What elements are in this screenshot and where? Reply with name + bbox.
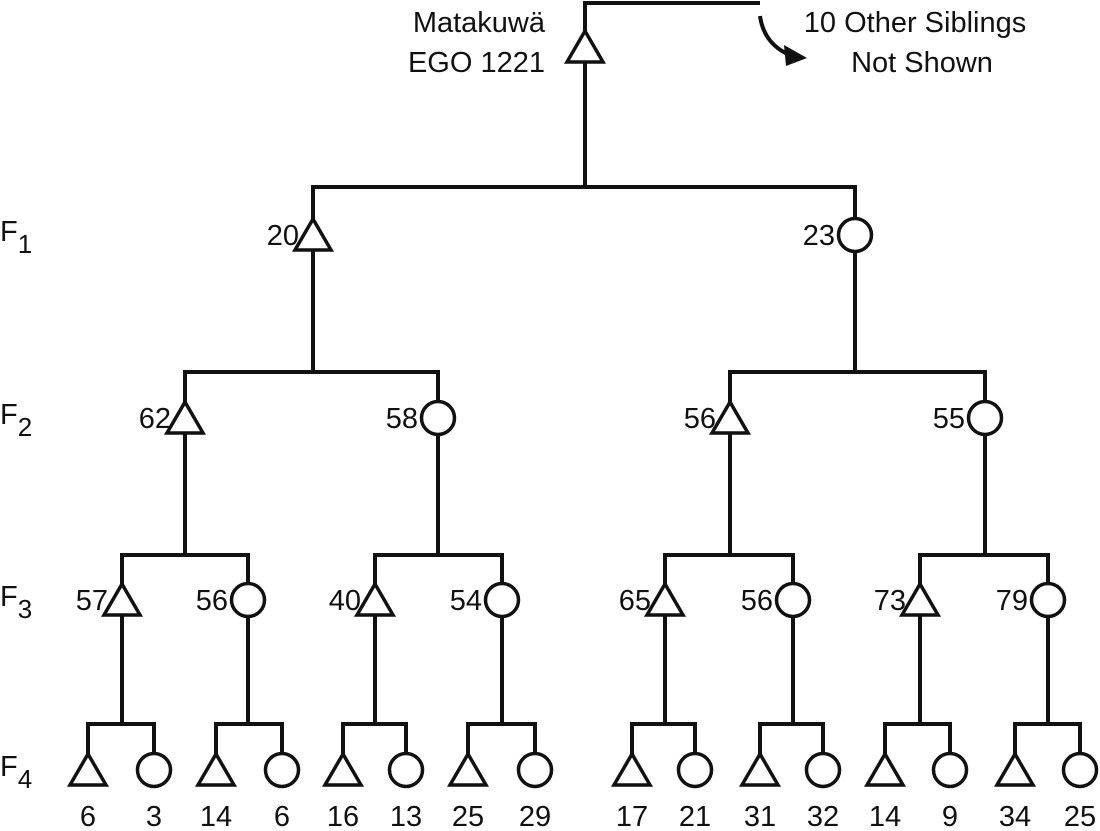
generation-label: F1 bbox=[0, 216, 32, 259]
node-label: 58 bbox=[386, 403, 418, 435]
female-circle-icon bbox=[804, 751, 842, 789]
female-circle-icon bbox=[419, 399, 457, 437]
female-circle-icon bbox=[1029, 581, 1067, 619]
node-label: 13 bbox=[390, 801, 422, 831]
node-label: 9 bbox=[942, 801, 958, 831]
male-triangle-icon bbox=[194, 750, 238, 787]
node-label: 20 bbox=[267, 220, 299, 252]
node-label: 17 bbox=[616, 801, 648, 831]
female-circle-icon bbox=[135, 751, 173, 789]
node-label: 40 bbox=[329, 585, 361, 617]
male-triangle-icon bbox=[993, 750, 1037, 787]
ego-id: EGO 1221 bbox=[408, 47, 545, 79]
male-triangle-icon bbox=[563, 27, 607, 64]
node-label: 16 bbox=[327, 801, 359, 831]
node-label: 14 bbox=[869, 801, 901, 831]
node-label: 6 bbox=[80, 801, 96, 831]
female-circle-icon bbox=[836, 216, 874, 254]
female-circle-icon bbox=[966, 399, 1004, 437]
node-label: 31 bbox=[744, 801, 776, 831]
female-circle-icon bbox=[387, 751, 425, 789]
node-label: 54 bbox=[450, 585, 482, 617]
node-label: 25 bbox=[452, 801, 484, 831]
node-label: 56 bbox=[741, 585, 773, 617]
male-triangle-icon bbox=[100, 580, 144, 617]
female-circle-icon bbox=[483, 581, 521, 619]
node-label: 62 bbox=[139, 403, 171, 435]
generation-label: F3 bbox=[0, 581, 32, 624]
node-label: 65 bbox=[619, 585, 651, 617]
node-label: 56 bbox=[684, 403, 716, 435]
node-label: 29 bbox=[519, 801, 551, 831]
female-circle-icon bbox=[229, 581, 267, 619]
node-label: 25 bbox=[1064, 801, 1096, 831]
siblings-note-line2: Not Shown bbox=[851, 47, 993, 79]
male-triangle-icon bbox=[163, 398, 207, 435]
node-label: 6 bbox=[274, 801, 290, 831]
node-label: 55 bbox=[933, 403, 965, 435]
male-triangle-icon bbox=[353, 580, 397, 617]
male-triangle-icon bbox=[321, 750, 365, 787]
node-label: 73 bbox=[874, 585, 906, 617]
siblings-note-line1: 10 Other Siblings bbox=[804, 7, 1026, 39]
female-circle-icon bbox=[931, 751, 969, 789]
node-label: 23 bbox=[803, 220, 835, 252]
generation-label: F4 bbox=[0, 751, 32, 794]
female-circle-icon bbox=[676, 751, 714, 789]
male-triangle-icon bbox=[66, 750, 110, 787]
node-label: 32 bbox=[807, 801, 839, 831]
node-label: 79 bbox=[996, 585, 1028, 617]
male-triangle-icon bbox=[898, 580, 942, 617]
node-label: 57 bbox=[76, 585, 108, 617]
node-label: 56 bbox=[196, 585, 228, 617]
node-label: 21 bbox=[679, 801, 711, 831]
female-circle-icon bbox=[1061, 751, 1099, 789]
male-triangle-icon bbox=[708, 398, 752, 435]
male-triangle-icon bbox=[610, 750, 654, 787]
male-triangle-icon bbox=[738, 750, 782, 787]
ego-name: Matakuwä bbox=[413, 7, 546, 39]
female-circle-icon bbox=[774, 581, 812, 619]
node-label: 34 bbox=[999, 801, 1031, 831]
male-triangle-icon bbox=[863, 750, 907, 787]
node-label: 3 bbox=[146, 801, 162, 831]
arrowhead-icon bbox=[784, 45, 807, 66]
male-triangle-icon bbox=[643, 580, 687, 617]
male-triangle-icon bbox=[291, 215, 335, 252]
generation-label: F2 bbox=[0, 399, 32, 442]
female-circle-icon bbox=[263, 751, 301, 789]
node-label: 14 bbox=[200, 801, 232, 831]
female-circle-icon bbox=[516, 751, 554, 789]
male-triangle-icon bbox=[446, 750, 490, 787]
